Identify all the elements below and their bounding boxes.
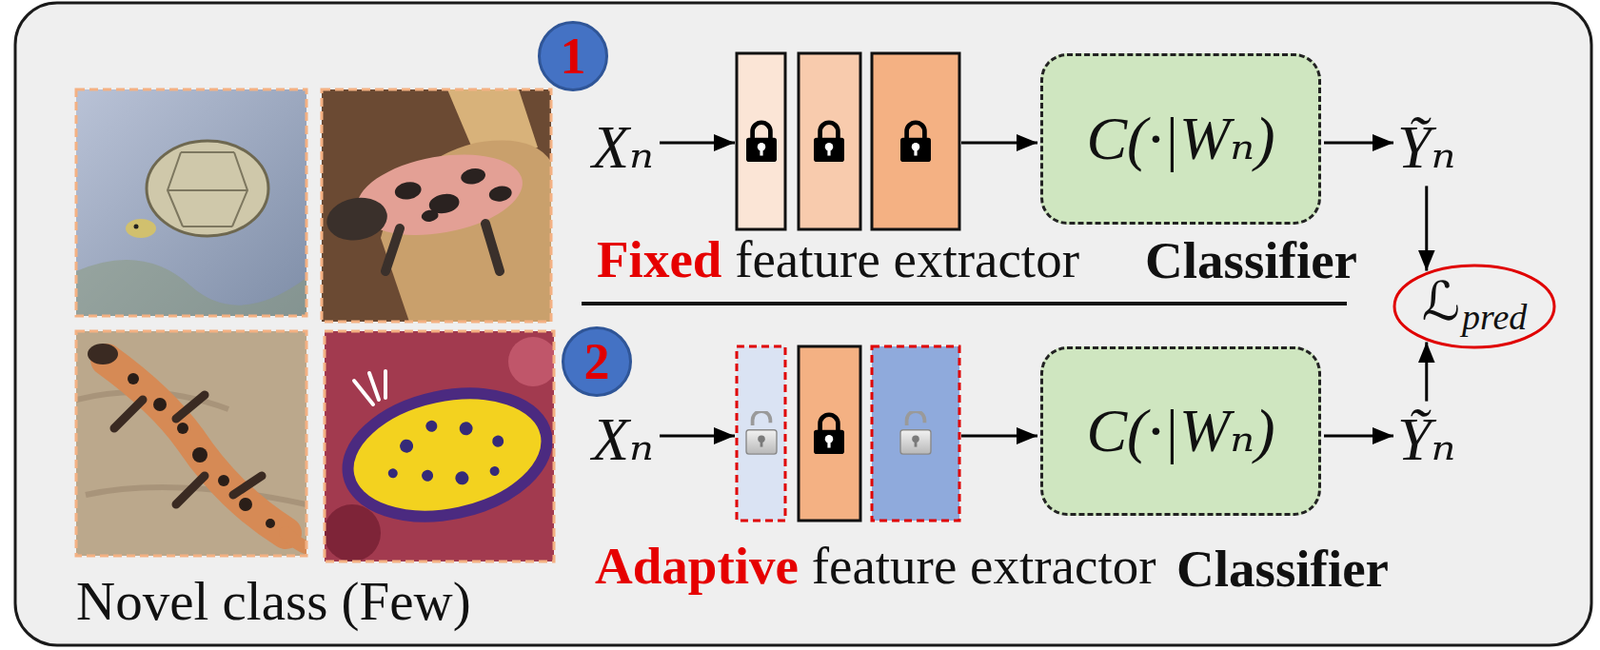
photo-turtle <box>146 140 269 237</box>
step-badge: 1 <box>537 20 609 92</box>
step-number: 1 <box>560 30 587 82</box>
output-symbol: Ỹₙ <box>1397 403 1457 477</box>
photo-gila <box>393 179 423 202</box>
photo-nudibranch <box>324 331 554 562</box>
input-symbol: Xₙ <box>592 111 654 185</box>
extractor-label: feature extractor <box>734 228 1080 292</box>
classifier-heading: Classifier <box>1176 537 1389 601</box>
photo-nudibranch <box>398 437 415 455</box>
photo-lizard <box>265 518 276 529</box>
photo-nudibranch <box>420 469 435 483</box>
photo-lizard <box>76 331 307 556</box>
adaptive-layers <box>900 411 931 455</box>
photo-lizard <box>153 397 167 412</box>
photo-frame <box>76 89 307 317</box>
photo-nudibranch <box>489 465 501 477</box>
photo-nudibranch <box>508 336 554 387</box>
photo-lizard <box>177 422 189 435</box>
photo-lizard <box>87 343 119 365</box>
photo-gila <box>385 223 500 272</box>
flow-arrow <box>659 434 735 438</box>
loss-ellipse: ℒpred <box>1392 263 1557 350</box>
flow-arrow <box>961 434 1038 438</box>
loss-letter: ℒ <box>1422 270 1461 335</box>
photo-turtle <box>76 89 307 317</box>
panel-caption: Novel class (Few) <box>76 569 472 634</box>
photo-frame <box>321 89 552 322</box>
photo-lizard <box>114 395 262 505</box>
loss-subscript: pred <box>1461 296 1527 340</box>
classifier-formula: C(·|Wₙ) <box>1086 102 1275 177</box>
photo-nudibranch <box>424 419 438 434</box>
classifier-heading: Classifier <box>1145 229 1358 293</box>
loss-outline <box>1394 265 1555 348</box>
fixed-layers <box>871 53 960 230</box>
extractor-mode: Adaptive <box>594 534 799 598</box>
step-badge: 2 <box>561 326 633 397</box>
outer-frame <box>15 2 1592 646</box>
photo-nudibranch <box>454 470 471 487</box>
photo-nudibranch <box>354 371 386 405</box>
extractor-label: feature extractor <box>811 534 1157 598</box>
photo-turtle <box>125 218 157 238</box>
adaptive-layers <box>746 411 777 455</box>
flow-arrow <box>961 141 1038 145</box>
adaptive-layers <box>871 346 960 521</box>
photo-turtle <box>76 259 307 317</box>
fixed-layers <box>736 53 786 230</box>
photo-gila <box>321 142 530 253</box>
photo-nudibranch <box>387 467 399 479</box>
fixed-layers <box>798 53 861 230</box>
photo-nudibranch <box>491 434 505 449</box>
photo-lizard <box>238 497 253 512</box>
fixed-layers <box>736 53 960 230</box>
photo-frame <box>324 331 554 562</box>
photo-nudibranch <box>457 420 475 437</box>
flow-arrow <box>1424 341 1428 401</box>
extractor-mode: Fixed <box>596 228 722 292</box>
flow-arrow <box>659 141 735 145</box>
photo-gila <box>323 193 392 245</box>
adaptive-layers <box>736 346 960 521</box>
photo-gila <box>321 89 552 322</box>
flow-arrow <box>1424 185 1428 271</box>
photo-lizard <box>285 533 307 551</box>
classifier-formula: C(·|Wₙ) <box>1086 395 1275 469</box>
photo-lizard <box>127 373 139 385</box>
step-number: 2 <box>584 335 611 388</box>
photo-gila <box>459 166 487 186</box>
photo-nudibranch <box>324 504 381 562</box>
classifier-box: C(·|Wₙ)Classifier <box>1040 346 1322 516</box>
fixed-layers <box>813 122 845 162</box>
classifier-box: C(·|Wₙ)Classifier <box>1040 53 1322 225</box>
adaptive-layers <box>813 414 845 455</box>
photo-turtle <box>167 152 248 227</box>
photo-gila <box>321 89 552 322</box>
photo-lizard <box>192 447 208 463</box>
separator-line <box>581 301 1347 306</box>
photo-lizard <box>76 331 307 556</box>
adaptive-layers <box>798 346 861 521</box>
adaptive-layers <box>736 346 786 521</box>
fixed-layers <box>746 122 777 162</box>
photo-lizard <box>106 359 286 534</box>
photo-gila <box>488 184 514 204</box>
photo-turtle <box>134 224 139 230</box>
flow-arrow <box>1323 141 1394 145</box>
fixed-layers <box>900 122 931 162</box>
input-symbol: Xₙ <box>592 403 654 477</box>
loss-symbol: ℒpred <box>1392 263 1557 350</box>
photo-lizard <box>217 474 230 487</box>
flow-arrow <box>1323 434 1394 438</box>
photo-frame <box>76 331 307 556</box>
photo-turtle <box>76 89 307 317</box>
output-symbol: Ỹₙ <box>1397 111 1457 185</box>
photo-gila <box>420 208 440 223</box>
